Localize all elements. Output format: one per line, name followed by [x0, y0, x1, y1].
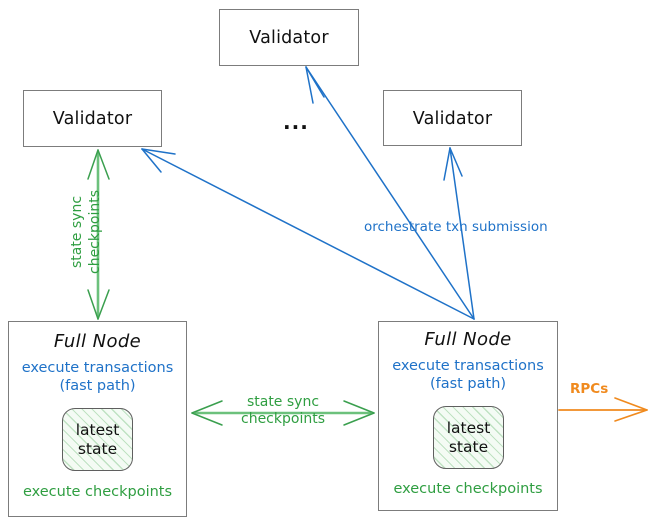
edge-rpcs [558, 397, 648, 422]
state-sync-horizontal-line2: checkpoints [241, 411, 325, 427]
validator-right-box[interactable]: Validator [383, 90, 522, 146]
edge-orchestrate-txn-to-validator-top [305, 66, 475, 320]
validator-left-box[interactable]: Validator [23, 90, 162, 147]
edge-orchestrate-txn-to-validator-right [443, 147, 475, 320]
edge-label-orchestrate-txn: orchestrate txn submission [364, 219, 548, 235]
full-node-right-title: Full Node [424, 329, 512, 350]
edge-orchestrate-txn-to-validator-left [141, 148, 475, 320]
full-node-right-latest-state-box: latest state [433, 406, 504, 469]
edge-state-sync-vertical [87, 149, 110, 320]
full-node-right-fastpath-line1: execute transactions [392, 358, 544, 374]
full-node-left-fastpath-line1: execute transactions [21, 360, 174, 376]
edge-label-state-sync-vertical: state sync checkpoints [69, 167, 108, 297]
validator-top-box[interactable]: Validator [219, 9, 359, 66]
state-sync-horizontal-line1: state sync [246, 394, 320, 410]
full-node-right-footer: execute checkpoints [393, 481, 543, 497]
full-node-left-title: Full Node [53, 331, 142, 352]
latest-state-line2: state [77, 439, 118, 458]
full-node-right-box[interactable]: Full Node execute transactions (fast pat… [378, 321, 558, 511]
validators-ellipsis: ... [283, 110, 309, 134]
latest-state-line1: latest [446, 418, 491, 437]
edge-label-state-sync-horizontal: state sync checkpoints [222, 394, 344, 428]
edge-label-rpcs: RPCs [570, 381, 609, 397]
full-node-right-fastpath-line2: (fast path) [429, 376, 507, 392]
latest-state-line2: state [448, 437, 489, 456]
full-node-right-latest-state-text: latest state [447, 419, 491, 457]
validator-left-label: Validator [52, 109, 133, 129]
full-node-left-latest-state-box: latest state [62, 408, 133, 471]
latest-state-line1: latest [75, 420, 120, 439]
full-node-left-latest-state-text: latest state [76, 421, 120, 459]
full-node-left-footer: execute checkpoints [22, 484, 173, 500]
full-node-left-box[interactable]: Full Node execute transactions (fast pat… [8, 321, 187, 517]
state-sync-vertical-line1: state sync [69, 195, 85, 269]
state-sync-vertical-line2: checkpoints [87, 190, 103, 274]
edge-state-sync-horizontal [191, 400, 375, 426]
full-node-left-fastpath-line2: (fast path) [59, 378, 136, 394]
validator-top-label: Validator [249, 28, 329, 48]
validator-right-label: Validator [412, 109, 493, 129]
